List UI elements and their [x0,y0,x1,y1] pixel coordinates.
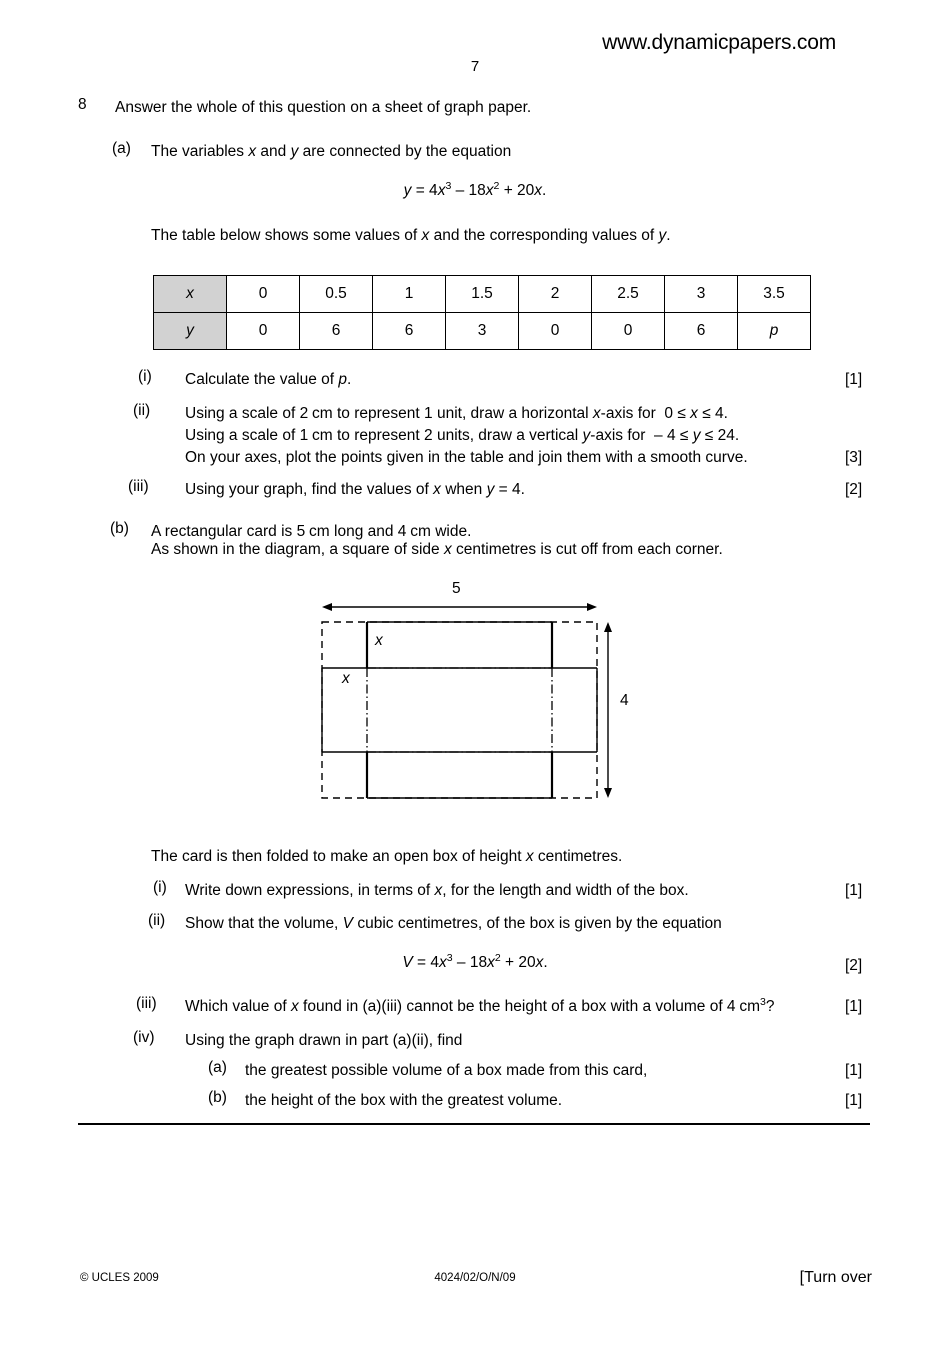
item-b-iv-a-text: the greatest possible volume of a box ma… [245,1062,648,1079]
item-a-ii-line-2: Using a scale of 1 cm to represent 2 uni… [185,427,740,444]
cell-y-5: 0 [591,312,665,350]
cell-x-0: 0 [226,275,300,313]
item-b-iv-text: Using the graph drawn in part (a)(ii), f… [185,1032,463,1049]
item-b-ii-text: Show that the volume, V cubic centimetre… [185,915,722,932]
item-b-ii-marks: [2] [845,957,863,974]
item-a-iii-label: (iii) [128,478,149,495]
item-a-iii-text: Using your graph, find the values of x w… [185,481,525,498]
item-b-iv-b-text: the height of the box with the greatest … [245,1092,563,1109]
item-b-iii-label: (iii) [136,995,157,1012]
footer-turn-over: [Turn over [799,1269,872,1286]
item-a-ii-marks: [3] [845,449,863,466]
cell-x-4: 2 [518,275,592,313]
footer-paper-code: 4024/02/O/N/09 [434,1272,516,1284]
item-a-ii-line-3: On your axes, plot the points given in t… [185,449,748,466]
footer-rule [78,1123,870,1125]
part-b-line-1: A rectangular card is 5 cm long and 4 cm… [151,523,472,540]
item-a-ii-line-1: Using a scale of 2 cm to represent 1 uni… [185,405,728,422]
part-b-line-2: As shown in the diagram, a square of sid… [151,541,723,558]
cell-x-1: 0.5 [299,275,373,313]
cell-y-3: 3 [445,312,519,350]
question-stem: Answer the whole of this question on a s… [115,99,532,116]
item-b-i-label: (i) [153,879,167,896]
row-header-x: x [153,275,227,313]
watermark-url: www.dynamicpapers.com [602,31,836,54]
cell-x-2: 1 [372,275,446,313]
cell-y-4: 0 [518,312,592,350]
width-arrow-right-head [587,603,597,611]
cell-x-5: 2.5 [591,275,665,313]
diagram-corner-label-top: x [375,632,383,649]
height-arrow-top-head [604,622,612,632]
cell-y-0: 0 [226,312,300,350]
cell-y-2: 6 [372,312,446,350]
part-a-label: (a) [112,140,131,157]
item-b-iv-a-marks: [1] [845,1062,863,1079]
cell-x-6: 3 [664,275,738,313]
diagram-width-label: 5 [452,580,461,597]
cell-y-7: p [737,312,811,350]
item-a-i-text: Calculate the value of p. [185,371,352,388]
width-arrow-left-head [322,603,332,611]
part-a-table-intro: The table below shows some values of x a… [151,227,671,244]
cell-x-3: 1.5 [445,275,519,313]
page-number: 7 [470,58,480,75]
footer-copyright: © UCLES 2009 [80,1272,159,1284]
table-row-x: x 0 0.5 1 1.5 2 2.5 3 3.5 [153,275,811,313]
values-table: x 0 0.5 1 1.5 2 2.5 3 3.5 y 0 6 6 3 0 0 … [153,275,811,350]
fold-text: The card is then folded to make an open … [151,848,623,865]
part-a-equation: y = 4x3 – 18x2 + 20x. [403,179,547,199]
item-a-i-marks: [1] [845,371,863,388]
item-b-iv-a-label: (a) [208,1059,227,1076]
item-a-ii-label: (ii) [133,402,151,419]
item-b-ii-label: (ii) [148,912,166,929]
item-b-i-text: Write down expressions, in terms of x, f… [185,882,689,899]
item-b-iv-label: (iv) [133,1029,155,1046]
part-a-intro: The variables x and y are connected by t… [151,143,512,160]
diagram-corner-label-left: x [342,670,350,687]
row-header-y: y [153,312,227,350]
diagram-height-label: 4 [620,692,629,709]
part-b-label: (b) [110,520,129,537]
cell-x-7: 3.5 [737,275,811,313]
item-b-iii-text: Which value of x found in (a)(iii) canno… [185,995,775,1015]
cell-y-6: 6 [664,312,738,350]
item-a-iii-marks: [2] [845,481,863,498]
question-number: 8 [78,96,87,113]
cell-y-1: 6 [299,312,373,350]
item-b-iv-b-marks: [1] [845,1092,863,1109]
card-diagram: 5 4 x x [300,580,640,820]
item-b-i-marks: [1] [845,882,863,899]
height-arrow-bottom-head [604,788,612,798]
item-b-iii-marks: [1] [845,998,863,1015]
item-b-iv-b-label: (b) [208,1089,227,1106]
item-b-ii-equation: V = 4x3 – 18x2 + 20x. [402,951,548,971]
item-a-i-label: (i) [138,368,152,385]
table-row-y: y 0 6 6 3 0 0 6 p [153,312,811,350]
